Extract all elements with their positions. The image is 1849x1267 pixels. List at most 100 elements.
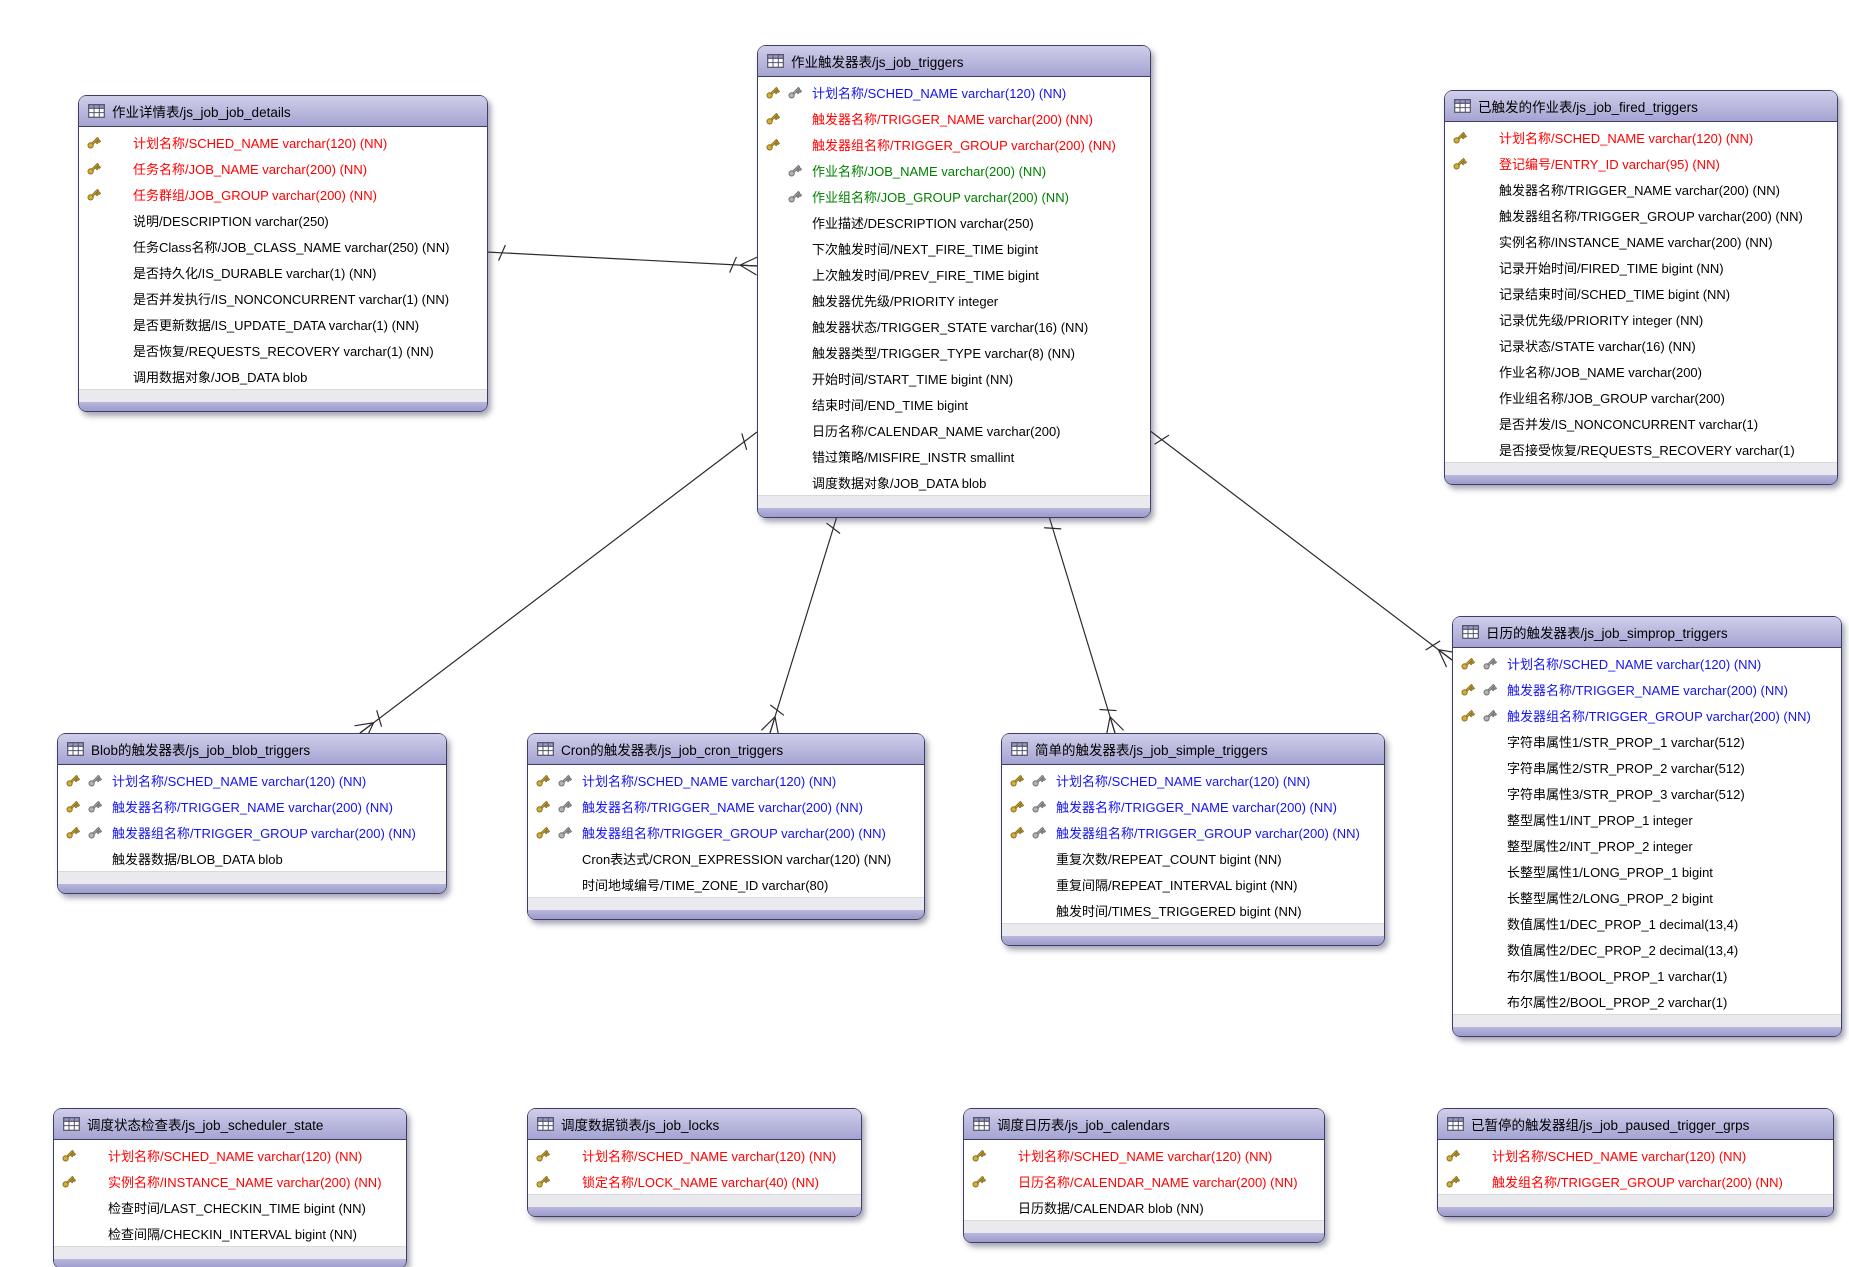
table-paused_trigger_grps[interactable]: 已暂停的触发器组/js_job_paused_trigger_grps 计划名称…	[1437, 1108, 1834, 1217]
field-row[interactable]: 触发器名称/TRIGGER_NAME varchar(200) (NN)	[1002, 793, 1384, 819]
table-calendars[interactable]: 调度日历表/js_job_calendars 计划名称/SCHED_NAME v…	[963, 1108, 1325, 1243]
field-row[interactable]: 锁定名称/LOCK_NAME varchar(40) (NN)	[528, 1168, 861, 1194]
field-row[interactable]: 计划名称/SCHED_NAME varchar(120) (NN)	[1445, 124, 1837, 150]
field-row[interactable]: 触发器组名称/TRIGGER_GROUP varchar(200) (NN)	[1445, 202, 1837, 228]
field-row[interactable]: 长整型属性2/LONG_PROP_2 bigint	[1453, 884, 1841, 910]
table-job_details[interactable]: 作业详情表/js_job_job_details 计划名称/SCHED_NAME…	[78, 95, 488, 412]
field-row[interactable]: 触发器名称/TRIGGER_NAME varchar(200) (NN)	[1445, 176, 1837, 202]
field-row[interactable]: 结束时间/END_TIME bigint	[758, 391, 1150, 417]
field-row[interactable]: 日历名称/CALENDAR_NAME varchar(200)	[758, 417, 1150, 443]
field-row[interactable]: 计划名称/SCHED_NAME varchar(120) (NN)	[1438, 1142, 1833, 1168]
field-row[interactable]: 是否接受恢复/REQUESTS_RECOVERY varchar(1)	[1445, 436, 1837, 462]
field-row[interactable]: 作业组名称/JOB_GROUP varchar(200) (NN)	[758, 183, 1150, 209]
field-row[interactable]: 调度数据对象/JOB_DATA blob	[758, 469, 1150, 495]
field-row[interactable]: 任务Class名称/JOB_CLASS_NAME varchar(250) (N…	[79, 233, 487, 259]
field-row[interactable]: 触发器组名称/TRIGGER_GROUP varchar(200) (NN)	[58, 819, 446, 845]
table-header-paused_trigger_grps[interactable]: 已暂停的触发器组/js_job_paused_trigger_grps	[1438, 1109, 1833, 1140]
field-row[interactable]: 数值属性2/DEC_PROP_2 decimal(13,4)	[1453, 936, 1841, 962]
table-header-calendars[interactable]: 调度日历表/js_job_calendars	[964, 1109, 1324, 1140]
field-row[interactable]: 触发器组名称/TRIGGER_GROUP varchar(200) (NN)	[1453, 702, 1841, 728]
field-row[interactable]: 作业描述/DESCRIPTION varchar(250)	[758, 209, 1150, 235]
field-row[interactable]: 整型属性2/INT_PROP_2 integer	[1453, 832, 1841, 858]
field-row[interactable]: 是否并发/IS_NONCONCURRENT varchar(1)	[1445, 410, 1837, 436]
field-row[interactable]: 触发器组名称/TRIGGER_GROUP varchar(200) (NN)	[528, 819, 924, 845]
field-row[interactable]: 下次触发时间/NEXT_FIRE_TIME bigint	[758, 235, 1150, 261]
table-simprop_triggers[interactable]: 日历的触发器表/js_job_simprop_triggers 计划名称/SCH…	[1452, 616, 1842, 1037]
field-row[interactable]: 记录开始时间/FIRED_TIME bigint (NN)	[1445, 254, 1837, 280]
table-header-simprop_triggers[interactable]: 日历的触发器表/js_job_simprop_triggers	[1453, 617, 1841, 648]
field-row[interactable]: 是否更新数据/IS_UPDATE_DATA varchar(1) (NN)	[79, 311, 487, 337]
field-row[interactable]: 触发时间/TIMES_TRIGGERED bigint (NN)	[1002, 897, 1384, 923]
field-row[interactable]: 记录优先级/PRIORITY integer (NN)	[1445, 306, 1837, 332]
field-row[interactable]: 触发器类型/TRIGGER_TYPE varchar(8) (NN)	[758, 339, 1150, 365]
field-row[interactable]: 计划名称/SCHED_NAME varchar(120) (NN)	[54, 1142, 406, 1168]
field-row[interactable]: 整型属性1/INT_PROP_1 integer	[1453, 806, 1841, 832]
field-row[interactable]: 实例名称/INSTANCE_NAME varchar(200) (NN)	[54, 1168, 406, 1194]
table-locks[interactable]: 调度数据锁表/js_job_locks 计划名称/SCHED_NAME varc…	[527, 1108, 862, 1217]
field-row[interactable]: 是否持久化/IS_DURABLE varchar(1) (NN)	[79, 259, 487, 285]
field-row[interactable]: 作业组名称/JOB_GROUP varchar(200)	[1445, 384, 1837, 410]
table-scheduler_state[interactable]: 调度状态检查表/js_job_scheduler_state 计划名称/SCHE…	[53, 1108, 407, 1267]
field-row[interactable]: 长整型属性1/LONG_PROP_1 bigint	[1453, 858, 1841, 884]
table-blob_triggers[interactable]: Blob的触发器表/js_job_blob_triggers 计划名称/SCHE…	[57, 733, 447, 894]
field-row[interactable]: 触发器组名称/TRIGGER_GROUP varchar(200) (NN)	[1002, 819, 1384, 845]
field-row[interactable]: 说明/DESCRIPTION varchar(250)	[79, 207, 487, 233]
field-row[interactable]: 上次触发时间/PREV_FIRE_TIME bigint	[758, 261, 1150, 287]
field-row[interactable]: 布尔属性2/BOOL_PROP_2 varchar(1)	[1453, 988, 1841, 1014]
field-row[interactable]: 触发器名称/TRIGGER_NAME varchar(200) (NN)	[1453, 676, 1841, 702]
field-row[interactable]: 触发组名称/TRIGGER_GROUP varchar(200) (NN)	[1438, 1168, 1833, 1194]
field-row[interactable]: 触发器数据/BLOB_DATA blob	[58, 845, 446, 871]
field-row[interactable]: 日历名称/CALENDAR_NAME varchar(200) (NN)	[964, 1168, 1324, 1194]
field-row[interactable]: 计划名称/SCHED_NAME varchar(120) (NN)	[528, 767, 924, 793]
table-header-locks[interactable]: 调度数据锁表/js_job_locks	[528, 1109, 861, 1140]
field-row[interactable]: 记录状态/STATE varchar(16) (NN)	[1445, 332, 1837, 358]
table-header-triggers[interactable]: 作业触发器表/js_job_triggers	[758, 46, 1150, 77]
field-row[interactable]: 字符串属性2/STR_PROP_2 varchar(512)	[1453, 754, 1841, 780]
field-row[interactable]: 计划名称/SCHED_NAME varchar(120) (NN)	[1002, 767, 1384, 793]
field-row[interactable]: 任务群组/JOB_GROUP varchar(200) (NN)	[79, 181, 487, 207]
field-row[interactable]: 计划名称/SCHED_NAME varchar(120) (NN)	[964, 1142, 1324, 1168]
field-row[interactable]: 计划名称/SCHED_NAME varchar(120) (NN)	[79, 129, 487, 155]
table-fired_triggers[interactable]: 已触发的作业表/js_job_fired_triggers 计划名称/SCHED…	[1444, 90, 1838, 485]
field-row[interactable]: 字符串属性3/STR_PROP_3 varchar(512)	[1453, 780, 1841, 806]
field-row[interactable]: 检查间隔/CHECKIN_INTERVAL bigint (NN)	[54, 1220, 406, 1246]
field-row[interactable]: 检查时间/LAST_CHECKIN_TIME bigint (NN)	[54, 1194, 406, 1220]
field-row[interactable]: 作业名称/JOB_NAME varchar(200) (NN)	[758, 157, 1150, 183]
field-row[interactable]: 登记编号/ENTRY_ID varchar(95) (NN)	[1445, 150, 1837, 176]
table-header-cron_triggers[interactable]: Cron的触发器表/js_job_cron_triggers	[528, 734, 924, 765]
table-header-blob_triggers[interactable]: Blob的触发器表/js_job_blob_triggers	[58, 734, 446, 765]
field-row[interactable]: 计划名称/SCHED_NAME varchar(120) (NN)	[758, 79, 1150, 105]
field-row[interactable]: 调用数据对象/JOB_DATA blob	[79, 363, 487, 389]
field-row[interactable]: 数值属性1/DEC_PROP_1 decimal(13,4)	[1453, 910, 1841, 936]
table-triggers[interactable]: 作业触发器表/js_job_triggers 计划名称/SCHED_NAME v…	[757, 45, 1151, 518]
field-row[interactable]: 触发器名称/TRIGGER_NAME varchar(200) (NN)	[758, 105, 1150, 131]
field-row[interactable]: 重复间隔/REPEAT_INTERVAL bigint (NN)	[1002, 871, 1384, 897]
field-row[interactable]: 触发器优先级/PRIORITY integer	[758, 287, 1150, 313]
table-header-fired_triggers[interactable]: 已触发的作业表/js_job_fired_triggers	[1445, 91, 1837, 122]
field-row[interactable]: 日历数据/CALENDAR blob (NN)	[964, 1194, 1324, 1220]
field-row[interactable]: 记录结束时间/SCHED_TIME bigint (NN)	[1445, 280, 1837, 306]
field-row[interactable]: 布尔属性1/BOOL_PROP_1 varchar(1)	[1453, 962, 1841, 988]
table-simple_triggers[interactable]: 简单的触发器表/js_job_simple_triggers 计划名称/SCHE…	[1001, 733, 1385, 946]
table-cron_triggers[interactable]: Cron的触发器表/js_job_cron_triggers 计划名称/SCHE…	[527, 733, 925, 920]
field-row[interactable]: 任务名称/JOB_NAME varchar(200) (NN)	[79, 155, 487, 181]
field-row[interactable]: 触发器名称/TRIGGER_NAME varchar(200) (NN)	[58, 793, 446, 819]
field-row[interactable]: 错过策略/MISFIRE_INSTR smallint	[758, 443, 1150, 469]
field-row[interactable]: 计划名称/SCHED_NAME varchar(120) (NN)	[1453, 650, 1841, 676]
table-header-job_details[interactable]: 作业详情表/js_job_job_details	[79, 96, 487, 127]
field-row[interactable]: 触发器组名称/TRIGGER_GROUP varchar(200) (NN)	[758, 131, 1150, 157]
field-row[interactable]: 计划名称/SCHED_NAME varchar(120) (NN)	[528, 1142, 861, 1168]
field-row[interactable]: 是否恢复/REQUESTS_RECOVERY varchar(1) (NN)	[79, 337, 487, 363]
field-row[interactable]: 开始时间/START_TIME bigint (NN)	[758, 365, 1150, 391]
field-row[interactable]: Cron表达式/CRON_EXPRESSION varchar(120) (NN…	[528, 845, 924, 871]
field-row[interactable]: 是否并发执行/IS_NONCONCURRENT varchar(1) (NN)	[79, 285, 487, 311]
field-row[interactable]: 作业名称/JOB_NAME varchar(200)	[1445, 358, 1837, 384]
field-row[interactable]: 触发器状态/TRIGGER_STATE varchar(16) (NN)	[758, 313, 1150, 339]
table-header-simple_triggers[interactable]: 简单的触发器表/js_job_simple_triggers	[1002, 734, 1384, 765]
field-row[interactable]: 重复次数/REPEAT_COUNT bigint (NN)	[1002, 845, 1384, 871]
field-row[interactable]: 实例名称/INSTANCE_NAME varchar(200) (NN)	[1445, 228, 1837, 254]
field-row[interactable]: 计划名称/SCHED_NAME varchar(120) (NN)	[58, 767, 446, 793]
field-row[interactable]: 字符串属性1/STR_PROP_1 varchar(512)	[1453, 728, 1841, 754]
field-row[interactable]: 触发器名称/TRIGGER_NAME varchar(200) (NN)	[528, 793, 924, 819]
table-header-scheduler_state[interactable]: 调度状态检查表/js_job_scheduler_state	[54, 1109, 406, 1140]
